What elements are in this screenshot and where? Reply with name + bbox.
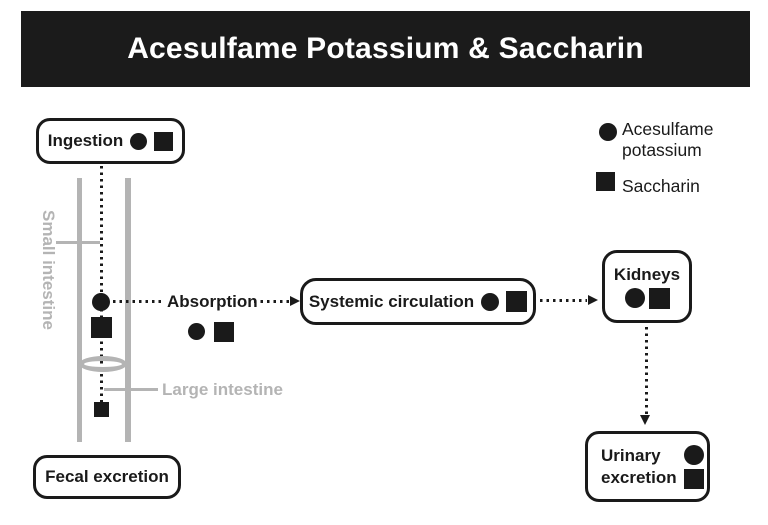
node-systemic-circulation-label: Systemic circulation <box>308 291 475 311</box>
urinary-markers <box>683 444 704 489</box>
saccharin-marker-icon <box>596 172 615 191</box>
node-ingestion-label: Ingestion <box>47 131 124 150</box>
ingestion-to-intestine-dotted-line <box>100 166 103 404</box>
diagram-title: Acesulfame Potassium & Saccharin <box>127 32 644 65</box>
intestine-wall-right <box>125 178 131 442</box>
large-intestine-pointer-line <box>104 388 158 391</box>
saccharin-marker-icon <box>214 322 234 342</box>
arrowhead-down-icon <box>640 415 650 425</box>
acesulfame-marker-icon <box>92 293 110 311</box>
title-banner: Acesulfame Potassium & Saccharin <box>21 11 750 87</box>
acesulfame-marker-icon <box>130 132 148 150</box>
intestine-wall-left <box>77 178 82 442</box>
saccharin-marker-icon <box>506 291 528 312</box>
saccharin-marker-icon <box>648 287 670 309</box>
large-intestine-label: Large intestine <box>162 380 283 399</box>
legend-label-acesulfame: Acesulfame potassium <box>622 119 714 160</box>
large-intestine-opening <box>79 356 127 372</box>
node-urinary-excretion: Urinary excretion <box>585 431 710 502</box>
saccharin-marker-icon <box>683 468 704 489</box>
node-systemic-circulation: Systemic circulation <box>300 278 536 325</box>
arrowhead-right-icon <box>290 296 300 306</box>
saccharin-marker-icon <box>154 131 174 151</box>
node-kidneys: Kidneys <box>602 250 692 323</box>
absorption-label: Absorption <box>167 292 258 311</box>
acesulfame-marker-icon <box>683 444 704 465</box>
node-fecal-excretion: Fecal excretion <box>33 455 181 499</box>
acesulfame-marker-icon <box>188 323 205 340</box>
intestine-to-absorption-dotted-line <box>113 300 163 303</box>
arrowhead-right-icon <box>588 295 598 305</box>
kidneys-to-urinary-dotted-line <box>645 327 648 415</box>
node-fecal-excretion-label: Fecal excretion <box>45 467 169 486</box>
small-intestine-pointer-line <box>56 241 100 244</box>
saccharin-marker-icon <box>91 317 112 338</box>
node-urinary-excretion-label: Urinary excretion <box>601 445 677 487</box>
saccharin-marker-icon <box>94 402 109 417</box>
node-ingestion: Ingestion <box>36 118 185 164</box>
legend-label-saccharin: Saccharin <box>622 176 700 196</box>
absorption-to-systemic-dotted-line <box>254 300 290 303</box>
acesulfame-marker-icon <box>599 123 617 141</box>
kidneys-markers <box>624 287 670 309</box>
acesulfame-marker-icon <box>624 288 645 308</box>
small-intestine-label: Small intestine <box>39 210 58 330</box>
acesulfame-marker-icon <box>481 292 500 311</box>
systemic-to-kidneys-dotted-line <box>540 299 587 302</box>
node-kidneys-label: Kidneys <box>613 264 681 284</box>
